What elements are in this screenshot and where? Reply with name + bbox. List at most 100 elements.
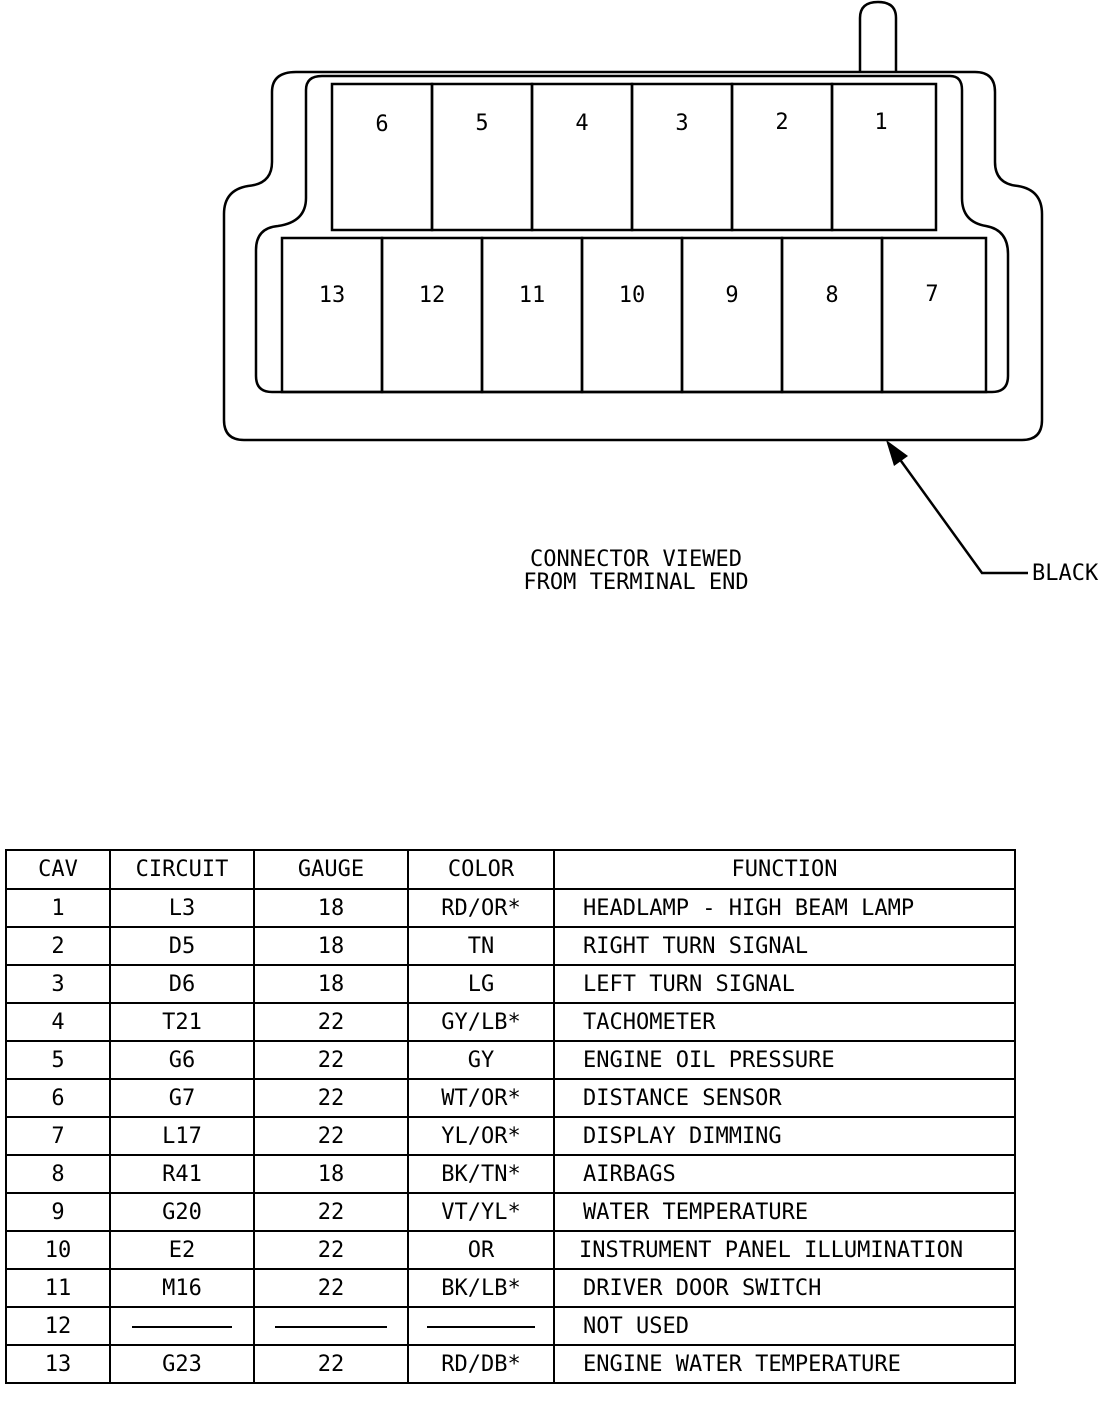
header-gauge: GAUGE: [253, 849, 409, 890]
connector-latch: [858, 0, 898, 72]
cavity-label-11: 11: [519, 283, 546, 308]
cav-cell: 12: [5, 1306, 111, 1346]
cavity-label-3: 3: [675, 111, 688, 136]
cavity-12: [380, 236, 484, 394]
circuit-cell: D6: [109, 964, 255, 1004]
table-row: 6 G7 22 WT/OR* DISTANCE SENSOR: [5, 1078, 1016, 1118]
view-caption-line-2: FROM TERMINAL END: [523, 570, 748, 595]
circuit-cell: G20: [109, 1192, 255, 1232]
color-cell: TN: [407, 926, 555, 966]
function-cell: LEFT TURN SIGNAL: [553, 964, 1016, 1004]
gauge-cell: 22: [253, 1078, 409, 1118]
gauge-cell: 22: [253, 1230, 409, 1270]
header-circuit: CIRCUIT: [109, 849, 255, 890]
view-caption-line-1: CONNECTOR VIEWED: [530, 547, 742, 572]
color-cell: [407, 1306, 555, 1346]
function-cell: DISTANCE SENSOR: [553, 1078, 1016, 1118]
color-cell: RD/DB*: [407, 1344, 555, 1384]
circuit-cell: R41: [109, 1154, 255, 1194]
cavity-label-5: 5: [475, 111, 488, 136]
gauge-cell: 22: [253, 1116, 409, 1156]
color-callout-label: BLACK: [1032, 561, 1099, 586]
function-cell: RIGHT TURN SIGNAL: [553, 926, 1016, 966]
function-cell: WATER TEMPERATURE: [553, 1192, 1016, 1232]
function-cell: INSTRUMENT PANEL ILLUMINATION: [553, 1230, 1016, 1270]
cavity-2: [730, 82, 834, 232]
cav-cell: 10: [5, 1230, 111, 1270]
cav-cell: 2: [5, 926, 111, 966]
cav-cell: 7: [5, 1116, 111, 1156]
header-cav: CAV: [5, 849, 111, 890]
cavity-label-13: 13: [319, 283, 346, 308]
cavity-8: [780, 236, 884, 394]
circuit-cell: G7: [109, 1078, 255, 1118]
color-cell: OR: [407, 1230, 555, 1270]
cavity-label-10: 10: [619, 283, 646, 308]
cav-cell: 1: [5, 888, 111, 928]
cavity-row-top: 6 5 4 3 2 1: [330, 82, 938, 232]
gauge-cell: 22: [253, 1268, 409, 1308]
not-used-dash: [427, 1325, 535, 1328]
cavity-1: [830, 82, 938, 232]
pinout-table: CAV CIRCUIT GAUGE COLOR FUNCTION 1 L3 18…: [5, 849, 1016, 1384]
cavity-4: [530, 82, 634, 232]
color-cell: VT/YL*: [407, 1192, 555, 1232]
table-row: 1 L3 18 RD/OR* HEADLAMP - HIGH BEAM LAMP: [5, 888, 1016, 928]
gauge-cell: [253, 1306, 409, 1346]
cavity-6: [330, 82, 434, 232]
color-cell: BK/LB*: [407, 1268, 555, 1308]
table-row: 11 M16 22 BK/LB* DRIVER DOOR SWITCH: [5, 1268, 1016, 1308]
table-row: 12 NOT USED: [5, 1306, 1016, 1346]
color-callout-leader: [886, 440, 1028, 575]
table-row: 8 R41 18 BK/TN* AIRBAGS: [5, 1154, 1016, 1194]
circuit-cell: [109, 1306, 255, 1346]
gauge-cell: 18: [253, 888, 409, 928]
cav-cell: 11: [5, 1268, 111, 1308]
cavity-row-bottom: 13 12 11 10 9 8 7: [280, 236, 988, 394]
gauge-cell: 22: [253, 1002, 409, 1042]
cav-cell: 9: [5, 1192, 111, 1232]
gauge-cell: 22: [253, 1040, 409, 1080]
header-function: FUNCTION: [553, 849, 1016, 890]
function-cell: DISPLAY DIMMING: [553, 1116, 1016, 1156]
color-cell: BK/TN*: [407, 1154, 555, 1194]
cavity-label-9: 9: [725, 283, 738, 308]
function-cell: HEADLAMP - HIGH BEAM LAMP: [553, 888, 1016, 928]
not-used-dash: [275, 1325, 387, 1328]
cavity-label-2: 2: [775, 110, 788, 135]
color-cell: GY/LB*: [407, 1002, 555, 1042]
table-row: 2 D5 18 TN RIGHT TURN SIGNAL: [5, 926, 1016, 966]
cav-cell: 6: [5, 1078, 111, 1118]
cavity-9: [680, 236, 784, 394]
connector-housing-outer: [222, 70, 1044, 442]
circuit-cell: L17: [109, 1116, 255, 1156]
color-cell: RD/OR*: [407, 888, 555, 928]
cav-cell: 4: [5, 1002, 111, 1042]
circuit-cell: G6: [109, 1040, 255, 1080]
connector-housing-inner: [254, 74, 1010, 394]
gauge-cell: 18: [253, 1154, 409, 1194]
cavity-label-12: 12: [419, 283, 446, 308]
cavity-label-7: 7: [925, 282, 938, 307]
circuit-cell: E2: [109, 1230, 255, 1270]
function-cell: DRIVER DOOR SWITCH: [553, 1268, 1016, 1308]
color-cell: LG: [407, 964, 555, 1004]
table-row: 5 G6 22 GY ENGINE OIL PRESSURE: [5, 1040, 1016, 1080]
table-row: 3 D6 18 LG LEFT TURN SIGNAL: [5, 964, 1016, 1004]
function-cell: AIRBAGS: [553, 1154, 1016, 1194]
cavity-label-1: 1: [874, 110, 887, 135]
function-cell: NOT USED: [553, 1306, 1016, 1346]
circuit-cell: G23: [109, 1344, 255, 1384]
table-row: 4 T21 22 GY/LB* TACHOMETER: [5, 1002, 1016, 1042]
circuit-cell: D5: [109, 926, 255, 966]
function-cell: ENGINE WATER TEMPERATURE: [553, 1344, 1016, 1384]
circuit-cell: M16: [109, 1268, 255, 1308]
color-cell: WT/OR*: [407, 1078, 555, 1118]
not-used-dash: [132, 1325, 232, 1328]
cavity-3: [630, 82, 734, 232]
cav-cell: 3: [5, 964, 111, 1004]
cavity-5: [430, 82, 534, 232]
header-color: COLOR: [407, 849, 555, 890]
color-cell: GY: [407, 1040, 555, 1080]
gauge-cell: 22: [253, 1344, 409, 1384]
